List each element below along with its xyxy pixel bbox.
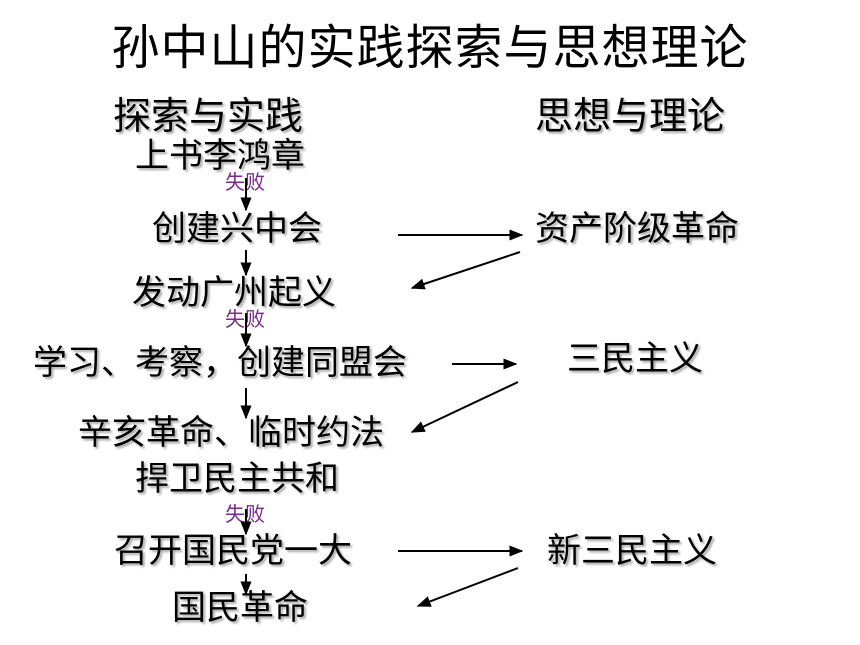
step-tongmenghui: 学习、考察，创建同盟会 bbox=[33, 343, 407, 383]
theory-bourgeois-revolution: 资产阶级革命 bbox=[535, 209, 739, 249]
arrow-theory-to-xinhai bbox=[410, 381, 519, 433]
step-guangzhou-uprising: 发动广州起义 bbox=[132, 273, 336, 313]
header-theory: 思想与理论 bbox=[535, 94, 726, 138]
theory-new-three-principles: 新三民主义 bbox=[547, 531, 717, 571]
arrow-theory-to-national-revolution bbox=[416, 567, 519, 607]
step-national-revolution: 国民革命 bbox=[172, 588, 308, 628]
step-shangshu-lihongzhang: 上书李鸿章 bbox=[135, 136, 305, 176]
arrow-theory-to-guangzhou bbox=[410, 251, 521, 290]
header-practice: 探索与实践 bbox=[113, 94, 304, 138]
step-kmt-first-congress: 召开国民党一大 bbox=[114, 531, 352, 571]
page-title: 孙中山的实践探索与思想理论 bbox=[111, 20, 749, 76]
step-xinhai-revolution: 辛亥革命、临时约法 bbox=[78, 413, 384, 453]
step-xingzhonghui: 创建兴中会 bbox=[152, 209, 322, 249]
theory-three-principles: 三民主义 bbox=[567, 339, 703, 379]
step-defend-republic: 捍卫民主共和 bbox=[135, 459, 339, 499]
